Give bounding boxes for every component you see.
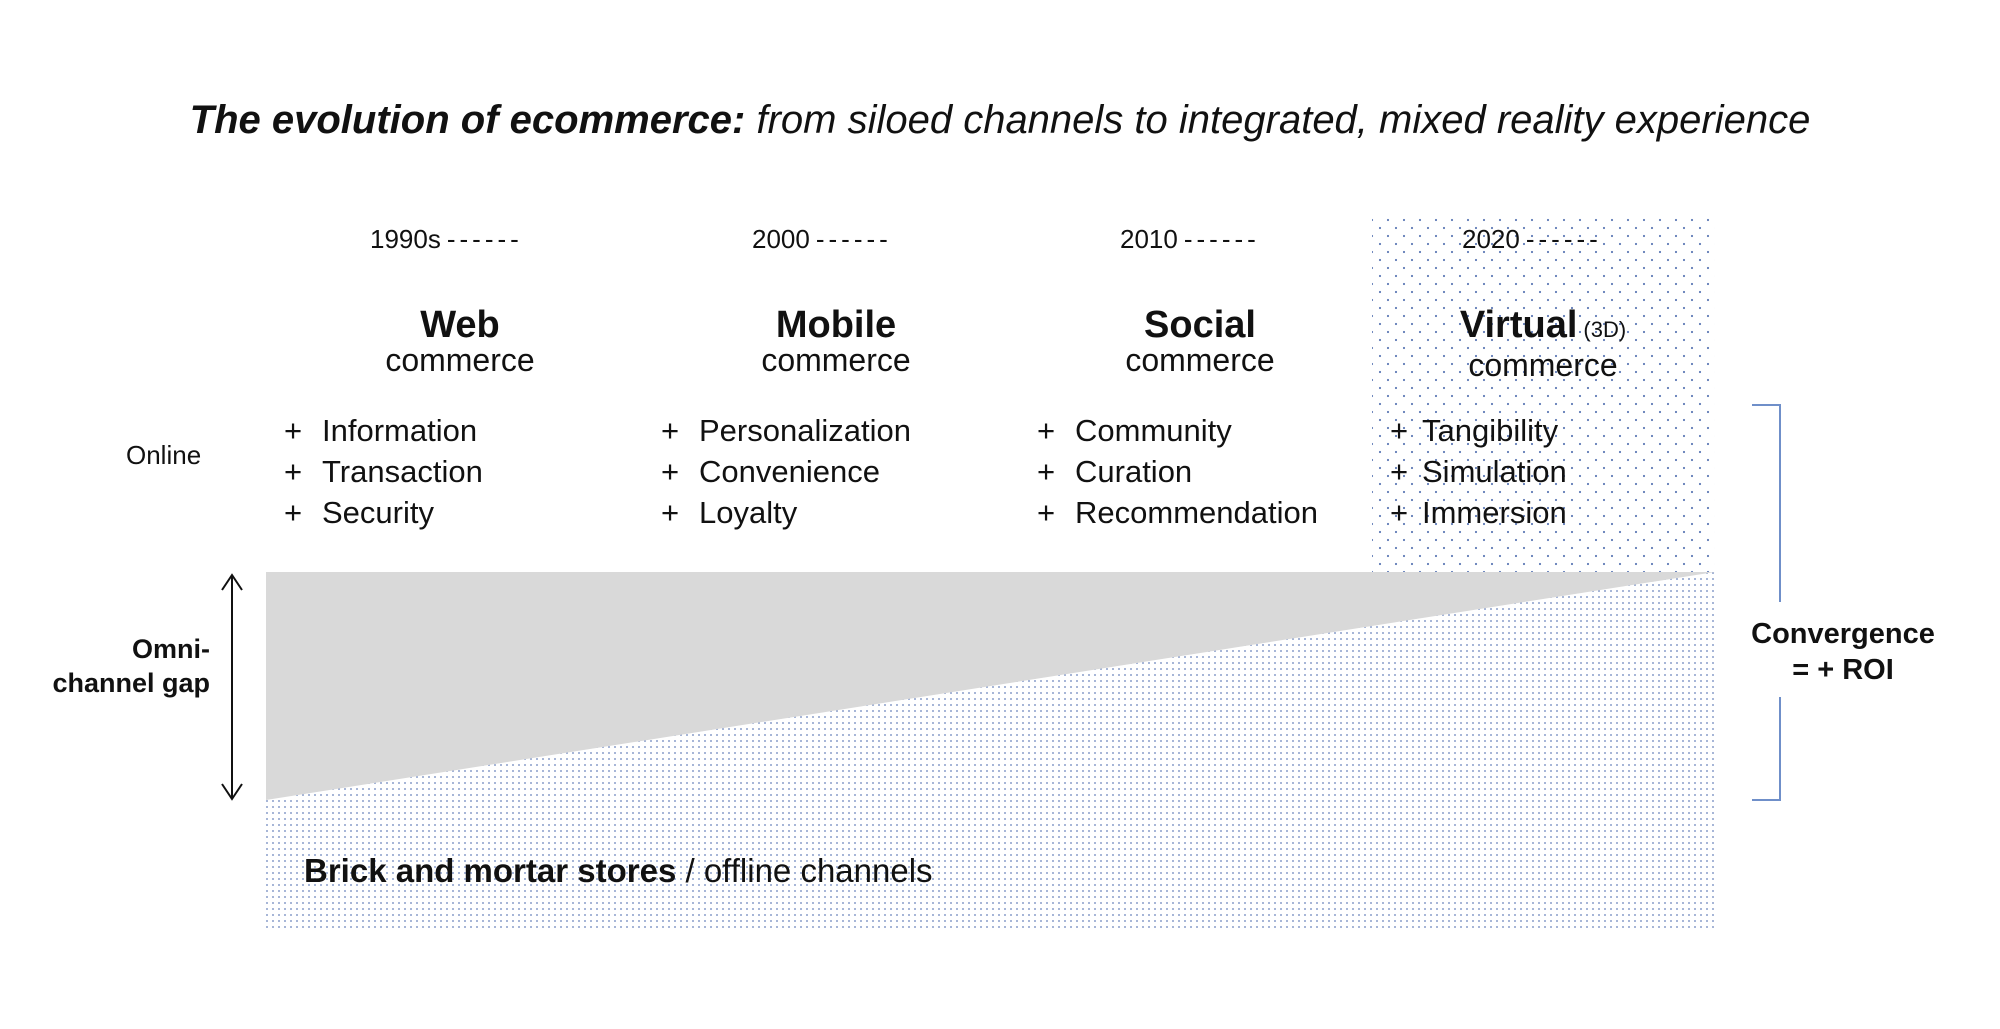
stage-name-row: Virtual(3D) [1383, 306, 1703, 349]
title-rest: from siloed channels to integrated, mixe… [756, 98, 1811, 142]
offline-bold: Brick and mortar stores [304, 852, 677, 889]
plus-icon: + [1390, 454, 1409, 489]
stage-subtitle: commerce [1125, 342, 1275, 378]
era-dash: ------ [446, 224, 523, 254]
offline-channels-label: Brick and mortar stores / offline channe… [304, 852, 933, 890]
era-label-1990s: 1990s------ [370, 224, 523, 255]
era-dash: ------ [815, 224, 892, 254]
offline-rest: / offline channels [676, 852, 933, 889]
feature-text: Convenience [699, 454, 880, 489]
stage-title-mobile: Mobile commerce [676, 306, 996, 376]
feature-text: Simulation [1422, 454, 1567, 489]
era-year: 1990s [370, 224, 441, 254]
stage-name: Social [1144, 304, 1256, 346]
list-item: + Curation [1037, 451, 1318, 492]
omnichannel-gap-label: Omni- channel gap [30, 632, 210, 700]
era-year: 2020 [1462, 224, 1520, 254]
feature-text: Personalization [699, 413, 911, 448]
feature-text: Loyalty [699, 495, 798, 530]
stage-name: Virtual [1459, 304, 1578, 346]
feature-text: Tangibility [1422, 413, 1559, 448]
feature-text: Community [1075, 413, 1232, 448]
list-item: + Community [1037, 410, 1318, 451]
era-year: 2010 [1120, 224, 1178, 254]
convergence-label: Convergence = + ROI [1738, 616, 1948, 688]
feature-text: Security [322, 495, 434, 530]
list-item: + Security [284, 492, 483, 533]
plus-icon: + [661, 413, 680, 448]
feature-text: Transaction [322, 454, 483, 489]
list-item: + Information [284, 410, 483, 451]
list-item: + Immersion [1390, 492, 1567, 533]
feature-text: Curation [1075, 454, 1193, 489]
feature-list-web: + Information + Transaction + Security [284, 410, 483, 533]
stage-title-virtual: Virtual(3D) commerce [1383, 306, 1703, 381]
plus-icon: + [1037, 454, 1056, 489]
plus-icon: + [1390, 413, 1409, 448]
plus-icon: + [284, 495, 303, 530]
plus-icon: + [1037, 413, 1056, 448]
list-item: + Loyalty [661, 492, 911, 533]
era-label-2010: 2010------ [1120, 224, 1260, 255]
era-label-2020: 2020------ [1462, 224, 1602, 255]
gap-label-line: Omni- [132, 634, 210, 664]
online-label: Online [126, 440, 202, 470]
plus-icon: + [661, 495, 680, 530]
stage-name: Web [420, 304, 500, 346]
convergence-bracket [1752, 404, 1781, 801]
era-dash: ------ [1525, 224, 1602, 254]
feature-text: Information [322, 413, 478, 448]
convergence-line: = + ROI [1792, 654, 1894, 686]
list-item: + Recommendation [1037, 492, 1318, 533]
stage-name-extra: (3D) [1583, 317, 1627, 342]
era-year: 2000 [752, 224, 810, 254]
stage-title-web: Web commerce [300, 306, 620, 376]
plus-icon: + [284, 454, 303, 489]
convergence-line: Convergence [1751, 618, 1935, 650]
feature-list-social: + Community + Curation + Recommendation [1037, 410, 1318, 533]
list-item: + Personalization [661, 410, 911, 451]
gap-label-line: channel gap [52, 668, 210, 698]
list-item: + Tangibility [1390, 410, 1567, 451]
feature-text: Immersion [1422, 495, 1567, 530]
era-dash: ------ [1183, 224, 1260, 254]
plus-icon: + [284, 413, 303, 448]
gap-double-arrow-icon [221, 573, 243, 801]
feature-text: Recommendation [1075, 495, 1318, 530]
title-bold: The evolution of ecommerce: [189, 98, 746, 142]
list-item: + Transaction [284, 451, 483, 492]
stage-subtitle: commerce [385, 342, 535, 378]
virtual-column-highlight [1372, 216, 1715, 572]
stage-subtitle: commerce [1468, 347, 1618, 383]
plus-icon: + [661, 454, 680, 489]
stage-subtitle: commerce [761, 342, 911, 378]
feature-list-mobile: + Personalization + Convenience + Loyalty [661, 410, 911, 533]
plus-icon: + [1390, 495, 1409, 530]
feature-list-virtual: + Tangibility + Simulation + Immersion [1390, 410, 1567, 533]
diagram-title: The evolution of ecommerce: from siloed … [0, 98, 2000, 143]
plus-icon: + [1037, 495, 1056, 530]
stage-name: Mobile [775, 304, 897, 346]
omnichannel-gap-wedge [266, 572, 1715, 800]
era-label-2000: 2000------ [752, 224, 892, 255]
list-item: + Convenience [661, 451, 911, 492]
list-item: + Simulation [1390, 451, 1567, 492]
stage-title-social: Social commerce [1040, 306, 1360, 376]
